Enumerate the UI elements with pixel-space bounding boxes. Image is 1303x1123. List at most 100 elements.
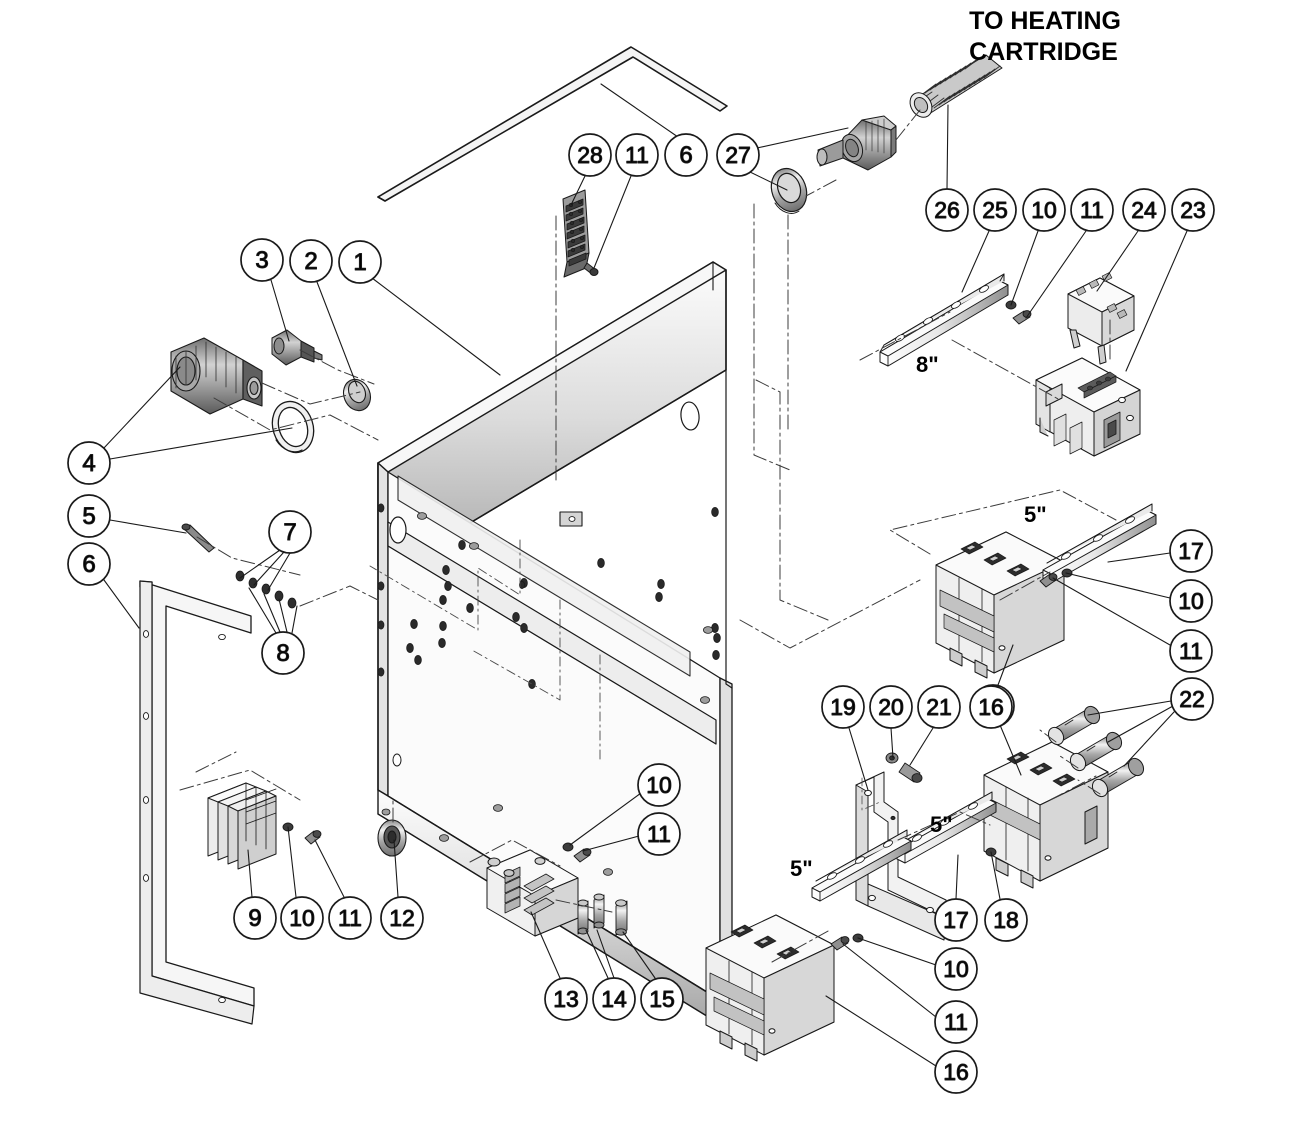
leader-lines bbox=[102, 83, 1188, 1067]
balloon-number: 3 bbox=[255, 247, 268, 274]
balloon-number: 10 bbox=[1178, 588, 1204, 614]
balloon-16: 16 bbox=[969, 685, 1013, 729]
leader-line-6 bbox=[600, 83, 679, 138]
balloon-number: 6 bbox=[82, 551, 95, 578]
balloon-circle bbox=[67, 542, 111, 586]
leader-line-7 bbox=[239, 549, 281, 579]
balloon-number: 16 bbox=[978, 694, 1004, 720]
rail-8in-label: 8" bbox=[916, 352, 939, 377]
rail-5in-left-label: 5" bbox=[790, 856, 813, 881]
balloon-11: 11 bbox=[328, 896, 372, 940]
part-4-o-ring bbox=[271, 400, 315, 454]
part-28-terminal-block bbox=[562, 189, 590, 278]
part-15-fuse-c bbox=[615, 899, 628, 936]
balloon-2: 2 bbox=[289, 239, 333, 283]
leader-line-8 bbox=[248, 587, 277, 634]
balloon-25: 25 bbox=[973, 188, 1017, 232]
leader-line-b7b bbox=[253, 551, 285, 586]
balloon-circle bbox=[984, 898, 1028, 942]
balloon-circle bbox=[973, 188, 1017, 232]
balloon-circle bbox=[1169, 579, 1213, 623]
leader-line-22 bbox=[1087, 700, 1172, 716]
part-21-screw bbox=[898, 762, 923, 783]
balloon-circle bbox=[233, 896, 277, 940]
balloon-8: 8 bbox=[261, 631, 305, 675]
leader-line-b22b bbox=[1107, 705, 1174, 743]
leader-line-3 bbox=[270, 279, 290, 342]
balloon-number: 11 bbox=[625, 142, 649, 168]
leader-line-10 bbox=[1065, 572, 1171, 599]
balloon-number: 11 bbox=[944, 1009, 968, 1035]
balloon-circle bbox=[1122, 188, 1166, 232]
part-11-screw-terminal bbox=[583, 262, 599, 276]
leader-line-25 bbox=[961, 230, 990, 293]
balloon-number: 5 bbox=[82, 503, 95, 530]
balloon-number: 12 bbox=[389, 905, 415, 931]
leader-line-11 bbox=[1052, 577, 1171, 646]
balloon-10: 10 bbox=[1022, 188, 1066, 232]
leader-line-b7c bbox=[267, 552, 291, 591]
leader-line-6 bbox=[103, 579, 140, 629]
leader-line-4 bbox=[109, 427, 293, 460]
part-6-door-gasket bbox=[139, 580, 255, 1025]
leader-line-b4b bbox=[102, 366, 181, 450]
balloon-circle bbox=[637, 763, 681, 807]
balloon-number: 28 bbox=[577, 142, 603, 168]
balloon-circle bbox=[328, 896, 372, 940]
heating-cartridge-label: TO HEATING CARTRIDGE bbox=[969, 7, 1121, 66]
part-6-top-gasket bbox=[377, 46, 728, 202]
balloon-9: 9 bbox=[233, 896, 277, 940]
balloon-number: 27 bbox=[725, 142, 751, 168]
leader-line-11 bbox=[314, 839, 345, 898]
balloon-circle bbox=[261, 631, 305, 675]
part-22-fuses bbox=[1047, 705, 1145, 798]
leader-line-9 bbox=[247, 849, 253, 898]
balloon-11: 11 bbox=[1070, 188, 1114, 232]
part-14-fuse-a bbox=[577, 899, 589, 935]
balloon-number: 25 bbox=[982, 197, 1008, 223]
balloon-circle bbox=[969, 685, 1013, 729]
balloon-10: 10 bbox=[1169, 579, 1213, 623]
balloon-11: 11 bbox=[934, 1000, 978, 1044]
balloon-14: 14 bbox=[592, 977, 636, 1021]
part-11-screw-e bbox=[830, 936, 850, 951]
balloon-10: 10 bbox=[280, 896, 324, 940]
balloon-number: 10 bbox=[943, 956, 969, 982]
part-25-gland-top bbox=[816, 115, 897, 171]
balloon-23: 23 bbox=[1171, 188, 1215, 232]
balloon-number: 16 bbox=[943, 1059, 969, 1085]
balloon-26: 26 bbox=[925, 188, 969, 232]
balloon-number: 13 bbox=[553, 986, 579, 1012]
rail-5in-mid-label: 5" bbox=[930, 812, 953, 837]
leader-line-b14b bbox=[596, 929, 615, 979]
leader-line-13 bbox=[530, 911, 561, 979]
part-3-small-gland bbox=[271, 329, 323, 366]
leader-line-28 bbox=[570, 175, 586, 206]
part-26-flex-conduit bbox=[909, 54, 1003, 118]
balloon-circle bbox=[289, 239, 333, 283]
balloon-6: 6 bbox=[67, 542, 111, 586]
balloon-19: 19 bbox=[821, 685, 865, 729]
part-24-aux-block bbox=[1067, 272, 1135, 365]
balloon-1: 1 bbox=[338, 240, 382, 284]
balloon-circle bbox=[637, 812, 681, 856]
balloon-circle bbox=[568, 133, 612, 177]
part-2-washer bbox=[342, 378, 372, 412]
din-rail-5in-top bbox=[1042, 503, 1157, 584]
balloon-11: 11 bbox=[1169, 629, 1213, 673]
part-16-breaker-bottom bbox=[705, 914, 835, 1062]
leader-line-19 bbox=[848, 727, 869, 791]
leader-line-10 bbox=[287, 826, 297, 898]
part-11-screw-b bbox=[573, 848, 592, 863]
balloon-28: 28 bbox=[568, 133, 612, 177]
balloon-circle bbox=[934, 947, 978, 991]
part-23-contactor bbox=[1035, 357, 1141, 457]
balloon-circle bbox=[240, 238, 284, 282]
balloon-3: 3 bbox=[240, 238, 284, 282]
din-rail-5in-left bbox=[811, 829, 912, 902]
balloon-number: 7 bbox=[283, 519, 296, 546]
balloon-circle bbox=[544, 977, 588, 1021]
